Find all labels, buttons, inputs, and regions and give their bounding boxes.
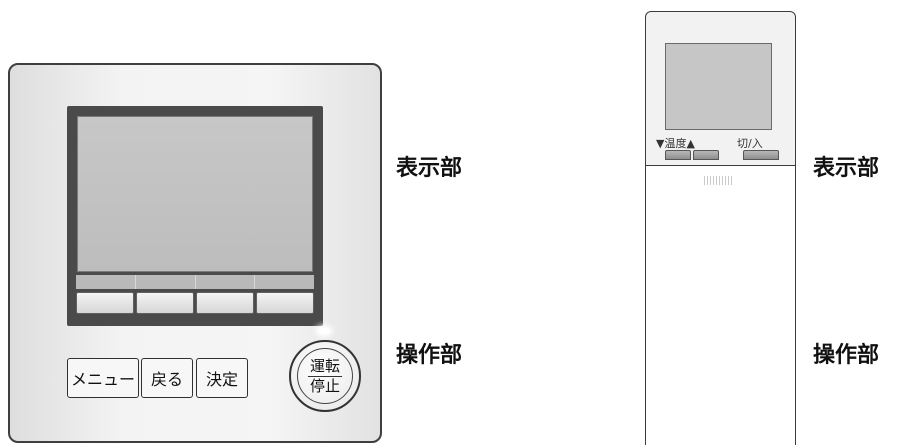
remote-lcd-screen bbox=[665, 43, 772, 130]
softkey-1[interactable] bbox=[76, 292, 134, 314]
softkey-4[interactable] bbox=[256, 292, 314, 314]
softkey-row bbox=[76, 292, 314, 314]
run-stop-button[interactable]: 運転 停止 bbox=[289, 340, 361, 412]
softkey-3[interactable] bbox=[196, 292, 254, 314]
lcd-screen bbox=[77, 116, 313, 272]
wall-controller: メニュー 戻る 決定 運転 停止 bbox=[8, 63, 382, 443]
temp-up-button[interactable] bbox=[693, 150, 719, 160]
back-button[interactable]: 戻る bbox=[141, 358, 193, 398]
remote-display-section-label: 表示部 bbox=[813, 156, 880, 181]
remote-upper-body: ▼温度▲ 切/入 bbox=[645, 11, 796, 166]
run-stop-ring: 運転 停止 bbox=[297, 348, 353, 404]
softkey-2[interactable] bbox=[136, 292, 194, 314]
sensor-grille-icon bbox=[704, 176, 732, 185]
menu-button[interactable]: メニュー bbox=[67, 358, 139, 398]
power-key-label: 切/入 bbox=[737, 137, 763, 150]
wall-controls-section-label: 操作部 bbox=[396, 343, 463, 368]
remote-controls-section-label: 操作部 bbox=[813, 343, 880, 368]
softkey-label-slot bbox=[196, 275, 256, 289]
wall-display-section-label: 表示部 bbox=[396, 156, 463, 181]
display-bezel bbox=[67, 106, 323, 326]
temperature-key-label: ▼温度▲ bbox=[656, 137, 695, 150]
softkey-label-slot bbox=[136, 275, 196, 289]
run-label: 運転 bbox=[307, 356, 342, 377]
confirm-button[interactable]: 決定 bbox=[196, 358, 248, 398]
softkey-label-bar bbox=[76, 275, 314, 289]
temp-down-button[interactable] bbox=[665, 150, 691, 160]
stop-label: 停止 bbox=[309, 376, 340, 395]
softkey-label-slot bbox=[76, 275, 136, 289]
softkey-label-slot bbox=[255, 275, 314, 289]
remote-lower-cover[interactable] bbox=[645, 165, 796, 445]
power-toggle-button[interactable] bbox=[743, 150, 779, 160]
operation-lamp-icon bbox=[318, 328, 330, 334]
